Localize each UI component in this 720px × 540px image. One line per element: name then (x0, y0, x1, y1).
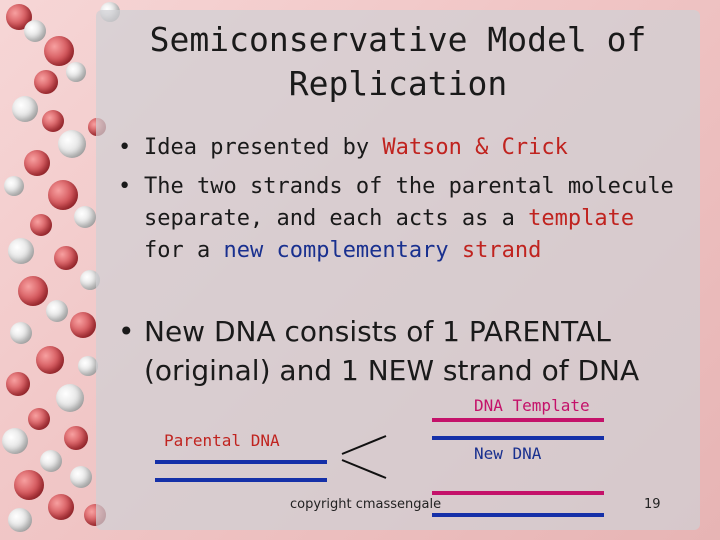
bullet-dot: • (118, 135, 132, 160)
bullet-dot: • (118, 174, 132, 199)
slide-title: Semiconservative Model of Replication (149, 20, 647, 103)
dna-template-label: DNA Template (474, 396, 590, 415)
template-strand-top (432, 418, 604, 422)
bullet-text-highlight: strand (461, 238, 542, 263)
separation-line-down (341, 459, 387, 479)
bullet-text-highlight: Watson & Crick (382, 135, 568, 160)
new-dna-label: New DNA (474, 444, 542, 463)
parental-strand-top-right (432, 436, 604, 440)
separation-arrows (341, 435, 387, 479)
template-strand-bottom (432, 491, 604, 495)
parental-strand-bottom (155, 478, 327, 482)
bullet-text-highlight: template (528, 206, 635, 231)
bullet-text-3: New DNA consists of 1 PARENTAL (original… (144, 315, 640, 387)
slide-panel (96, 10, 700, 530)
parental-strand-bottom-right (432, 513, 604, 517)
bullet-text-part: for a (144, 238, 224, 263)
parental-strand-top (155, 460, 327, 464)
parental-dna-label: Parental DNA (164, 431, 280, 450)
bullet-text-part (449, 238, 462, 263)
copyright-text: copyright cmassengale (290, 497, 442, 512)
bullet-text-highlight: new complementary (223, 238, 449, 263)
bullet-text-1: Idea presented by Watson & Crick (144, 132, 678, 164)
bullet-text-part: Idea presented by (144, 135, 383, 160)
bullet-text-2: The two strands of the parental molecule… (144, 171, 678, 267)
separation-line-up (341, 435, 387, 455)
bullet-dot: • (118, 315, 135, 348)
bullet-text-part: The two strands of the parental molecule… (144, 174, 674, 231)
page-number: 19 (644, 497, 661, 512)
